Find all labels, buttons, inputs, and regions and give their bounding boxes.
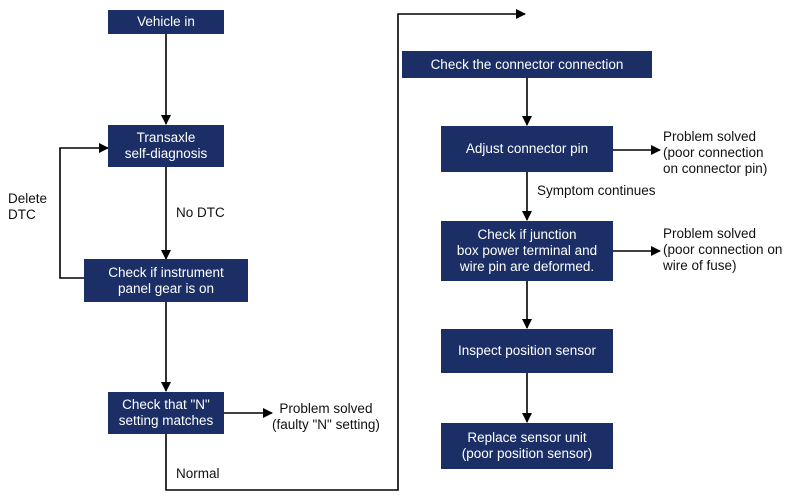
node-replace-sensor: Replace sensor unit (poor position senso… (441, 423, 613, 469)
node-vehicle-in: Vehicle in (108, 10, 224, 34)
node-inspect-sensor: Inspect position sensor (441, 329, 613, 373)
node-self-diagnosis: Transaxle self-diagnosis (108, 125, 224, 167)
label-solved-n-setting: Problem solved (faulty "N" setting) (272, 401, 380, 432)
label-no-dtc: No DTC (176, 205, 225, 220)
label-normal: Normal (176, 466, 220, 481)
node-junction-box: Check if junction box power terminal and… (441, 221, 613, 281)
node-n-setting: Check that "N" setting matches (108, 392, 224, 434)
node-connector-connection: Check the connector connection (402, 51, 652, 78)
label-symptom-continues: Symptom continues (537, 183, 656, 198)
node-instrument-panel: Check if instrument panel gear is on (84, 259, 248, 302)
arrow-normal-path (165, 9, 526, 491)
node-adjust-pin: Adjust connector pin (441, 126, 613, 172)
label-solved-fuse-wire: Problem solved (poor connection on wire … (663, 226, 783, 273)
label-delete-dtc: Delete DTC (8, 191, 48, 222)
label-solved-connector-pin: Problem solved (poor connection on conne… (663, 129, 768, 176)
